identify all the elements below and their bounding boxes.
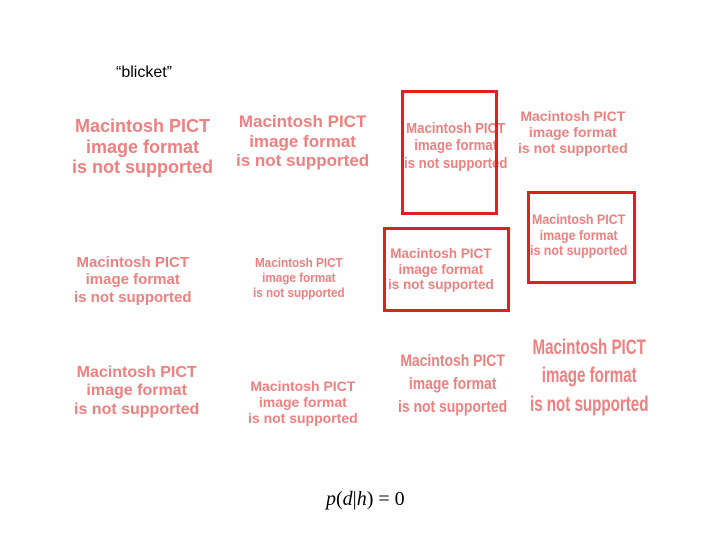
formula-h: h	[356, 488, 367, 510]
formula-close: ) = 0	[366, 488, 405, 510]
highlight-frame-r2c4	[527, 191, 636, 284]
formula-d: d	[342, 488, 353, 510]
formula-p: p	[326, 488, 336, 510]
formula-open: (	[336, 488, 343, 510]
formula-bar: |	[352, 488, 357, 510]
probability-formula: p(d|h) = 0	[326, 488, 405, 511]
blicket-label: “blicket”	[116, 64, 173, 81]
highlight-frame-r1c3	[401, 90, 498, 215]
highlight-frame-r2c3	[383, 227, 510, 312]
